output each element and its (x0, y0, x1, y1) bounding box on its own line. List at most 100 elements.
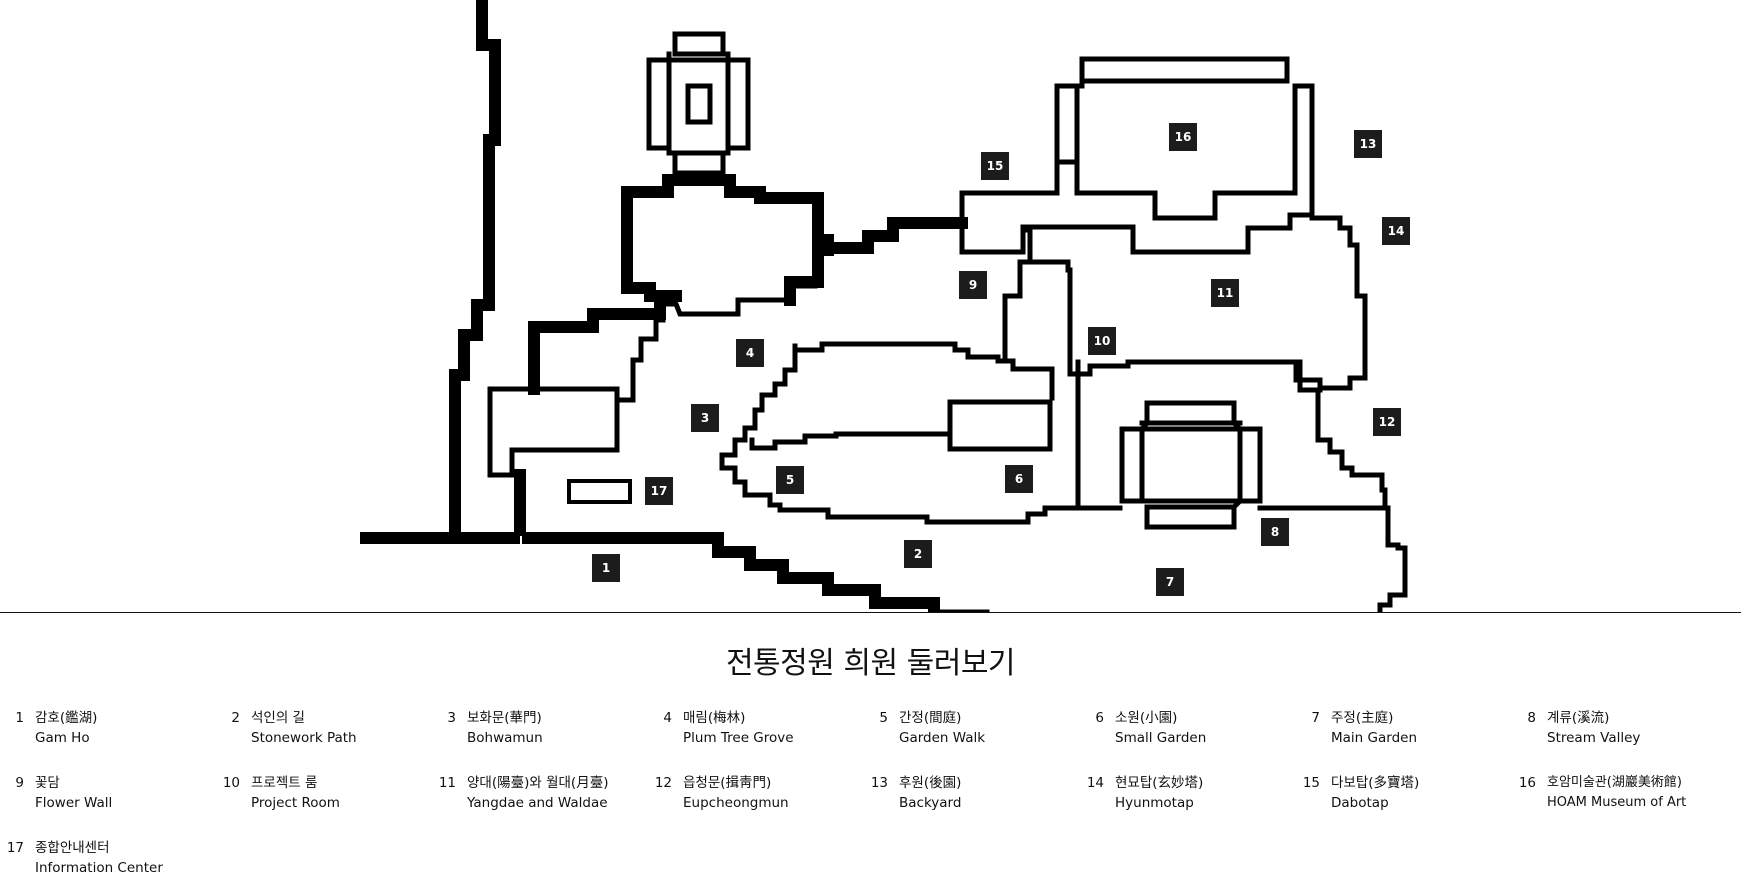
legend-item-2[interactable]: 2 석인의 길 Stonework Path (216, 708, 426, 754)
legend-english-name: Garden Walk (899, 730, 986, 746)
legend-english-name: Bohwamun (467, 730, 543, 746)
legend-english-name: Eupcheongmun (683, 795, 789, 811)
marker-15-label: 15 (986, 159, 1004, 173)
legend-item-5[interactable]: 5 간정(間庭) Garden Walk (864, 708, 1074, 754)
south-path-east (522, 532, 940, 613)
marker-2[interactable]: 2 (904, 540, 932, 568)
legend-item-17[interactable]: 17 종합안내센터 Information Center (0, 838, 210, 884)
marker-7[interactable]: 7 (1156, 568, 1184, 596)
legend-korean-name: 소원(小園) (1115, 710, 1178, 726)
marker-1[interactable]: 1 (592, 554, 620, 582)
legend-item-7[interactable]: 7 주정(主庭) Main Garden (1296, 708, 1506, 754)
legend-item-11[interactable]: 11 양대(陽臺)와 월대(月臺) Yangdae and Waldae (432, 773, 642, 819)
marker-15[interactable]: 15 (981, 152, 1009, 180)
marker-12[interactable]: 12 (1373, 408, 1401, 436)
plum-grove-path-inner (614, 283, 818, 403)
marker-8[interactable]: 8 (1261, 518, 1289, 546)
legend-english-name: Project Room (251, 795, 340, 811)
legend-item-16[interactable]: 16 호암미술관(湖巖美術館) HOAM Museum of Art (1512, 773, 1737, 819)
main-pavilion-top (1144, 400, 1237, 426)
legend-korean-name: 후원(後園) (899, 775, 962, 791)
legend-item-12[interactable]: 12 읍청문(揖靑門) Eupcheongmun (648, 773, 858, 819)
legend-number: 8 (1527, 710, 1536, 726)
museum-roof (1079, 56, 1290, 84)
marker-5-label: 5 (785, 473, 795, 487)
main-pavilion-bottom (1144, 504, 1237, 530)
marker-17-label: 17 (650, 484, 668, 498)
marker-6-label: 6 (1014, 472, 1024, 486)
garden-map-drawing (360, 0, 1408, 613)
marker-17[interactable]: 17 (645, 477, 673, 505)
marker-1-label: 1 (601, 561, 611, 575)
legend-korean-name: 종합안내센터 (35, 840, 110, 856)
upper-court-right-steps (822, 217, 968, 254)
marker-6[interactable]: 6 (1005, 465, 1033, 493)
pavilion-top-wing (672, 31, 726, 57)
flower-wall (959, 159, 1080, 226)
legend-number: 9 (15, 775, 24, 791)
legend-number: 13 (870, 775, 888, 791)
legend-english-name: Small Garden (1115, 730, 1207, 746)
legend-korean-name: 계류(溪流) (1547, 710, 1610, 726)
legend-korean-name: 보화문(華門) (467, 710, 542, 726)
legend-number: 10 (222, 775, 240, 791)
legend-number: 16 (1518, 775, 1536, 791)
legend-item-9[interactable]: 9 꽃담 Flower Wall (0, 773, 210, 819)
marker-4[interactable]: 4 (736, 339, 764, 367)
legend-number: 3 (447, 710, 456, 726)
marker-16[interactable]: 16 (1169, 123, 1197, 151)
legend-english-name: Dabotap (1331, 795, 1389, 811)
marker-14[interactable]: 14 (1382, 217, 1410, 245)
legend-english-name: Stonework Path (251, 730, 357, 746)
legend-item-6[interactable]: 6 소원(小園) Small Garden (1080, 708, 1290, 754)
legend-item-1[interactable]: 1 감호(鑑湖) Gam Ho (0, 708, 210, 754)
legend-english-name: Plum Tree Grove (683, 730, 794, 746)
legend-item-14[interactable]: 14 현묘탑(玄妙塔) Hyunmotap (1080, 773, 1290, 819)
legend-korean-name: 석인의 길 (251, 710, 305, 726)
marker-10-label: 10 (1093, 334, 1111, 348)
upper-court-bottom (621, 282, 666, 302)
pavilion-left-wing (646, 57, 672, 151)
legend-item-15[interactable]: 15 다보탑(多寶塔) Dabotap (1296, 773, 1506, 819)
legend-english-name: Gam Ho (35, 730, 90, 746)
west-wall (449, 0, 501, 544)
marker-11[interactable]: 11 (1211, 279, 1239, 307)
pavilion-bottom-wing (672, 150, 726, 176)
legend-english-name: Yangdae and Waldae (467, 795, 608, 811)
legend-number: 1 (15, 710, 24, 726)
marker-9-label: 9 (968, 278, 978, 292)
legend-korean-name: 읍청문(揖靑門) (683, 775, 772, 791)
legend-english-name: Backyard (899, 795, 962, 811)
legend-item-4[interactable]: 4 매림(梅林) Plum Tree Grove (648, 708, 858, 754)
map-divider (0, 612, 1741, 613)
pavilion-frame-bottom (666, 145, 731, 156)
legend-number: 6 (1095, 710, 1104, 726)
legend-item-10[interactable]: 10 프로젝트 룸 Project Room (216, 773, 426, 819)
main-pavilion-right (1237, 426, 1263, 504)
legend-item-3[interactable]: 3 보화문(華門) Bohwamun (432, 708, 642, 754)
legend-number: 7 (1311, 710, 1320, 726)
marker-9[interactable]: 9 (959, 271, 987, 299)
museum-front (1074, 83, 1085, 196)
marker-4-label: 4 (745, 346, 755, 360)
marker-5[interactable]: 5 (776, 466, 804, 494)
legend-item-8[interactable]: 8 계류(溪流) Stream Valley (1512, 708, 1722, 754)
legend-korean-name: 꽃담 (35, 775, 60, 791)
legend-english-name: Stream Valley (1547, 730, 1641, 746)
yangdae-terrace (1067, 359, 1323, 393)
pavilion-center (685, 83, 713, 125)
legend-korean-name: 매림(梅林) (683, 710, 746, 726)
legend-korean-name: 호암미술관(湖巖美術館) (1547, 775, 1682, 790)
legend-item-13[interactable]: 13 후원(後園) Backyard (864, 773, 1074, 819)
marker-3[interactable]: 3 (691, 404, 719, 432)
upper-court (621, 174, 834, 306)
marker-16-label: 16 (1174, 130, 1192, 144)
legend-english-name: Flower Wall (35, 795, 113, 811)
main-pavilion-left (1119, 426, 1145, 504)
stream-valley (1377, 505, 1408, 613)
legend-number: 5 (879, 710, 888, 726)
marker-13[interactable]: 13 (1354, 130, 1382, 158)
main-pavilion-frame-bottom (1139, 498, 1247, 510)
marker-10[interactable]: 10 (1088, 327, 1116, 355)
legend-number: 2 (231, 710, 240, 726)
